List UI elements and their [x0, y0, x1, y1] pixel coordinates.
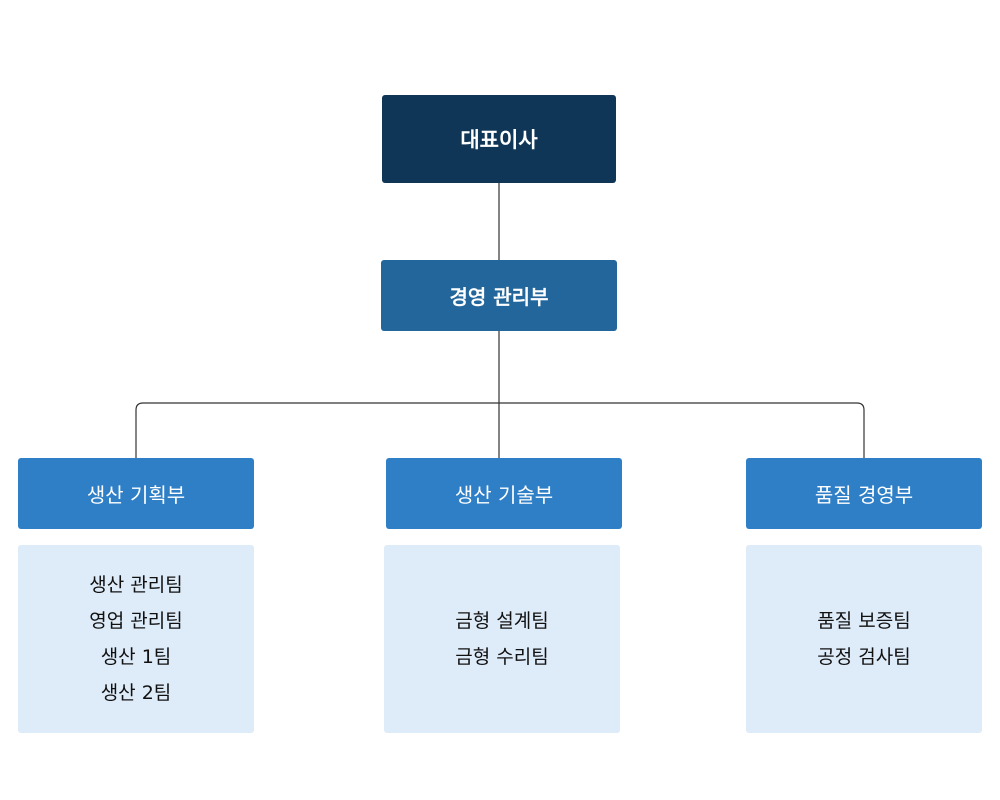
team-list-quality-management: 품질 보증팀 공정 검사팀: [746, 545, 982, 733]
team-item: 생산 관리팀: [89, 573, 183, 596]
department-quality-management: 품질 경영부: [746, 458, 982, 529]
department-label: 생산 기술부: [454, 483, 554, 507]
team-list-production-technology: 금형 설계팀 금형 수리팀: [384, 545, 620, 733]
team-item: 생산 1팀: [100, 645, 172, 668]
department-label: 생산 기획부: [86, 483, 186, 507]
connector-horizontal-branch: [135, 402, 865, 458]
team-item: 품질 보증팀: [817, 609, 911, 632]
department-production-technology: 생산 기술부: [386, 458, 622, 529]
team-item: 공정 검사팀: [817, 645, 911, 668]
team-item: 금형 수리팀: [455, 645, 549, 668]
management-box: 경영 관리부: [381, 260, 617, 331]
management-label: 경영 관리부: [449, 285, 549, 309]
team-item: 생산 2팀: [100, 681, 172, 704]
ceo-box: 대표이사: [382, 95, 616, 183]
team-item: 영업 관리팀: [89, 609, 183, 632]
department-label: 품질 경영부: [814, 483, 914, 507]
department-production-planning: 생산 기획부: [18, 458, 254, 529]
team-item: 금형 설계팀: [455, 609, 549, 632]
ceo-label: 대표이사: [460, 128, 538, 152]
team-list-production-planning: 생산 관리팀 영업 관리팀 생산 1팀 생산 2팀: [18, 545, 254, 733]
